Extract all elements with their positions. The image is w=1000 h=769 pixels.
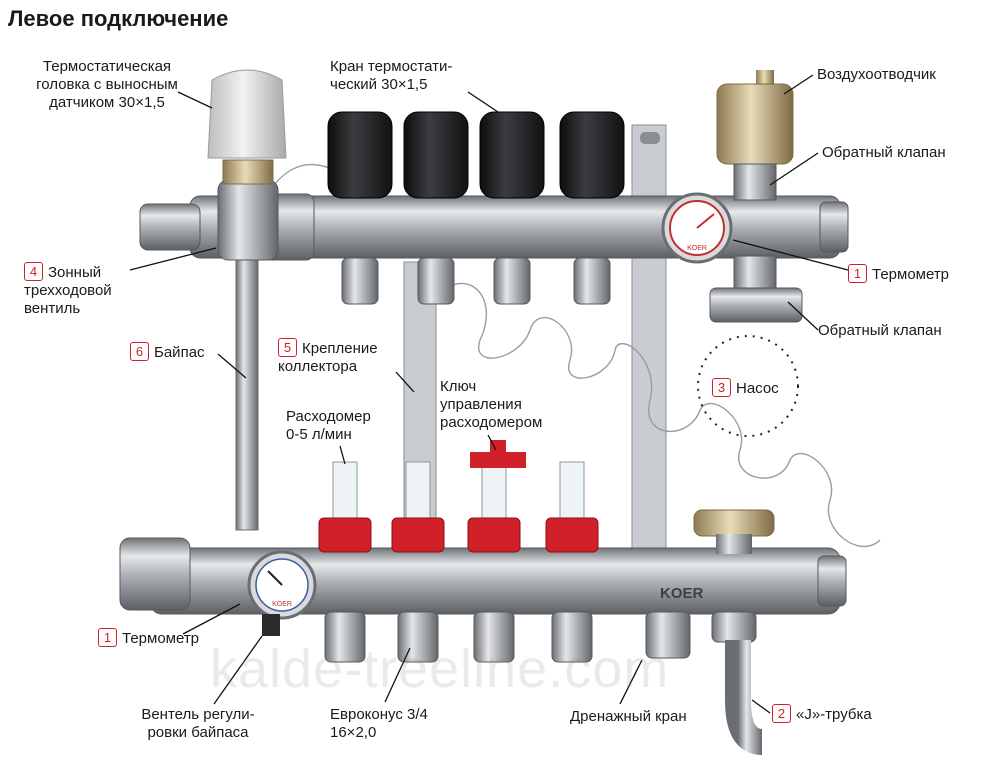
watermark: kalde-treeline.com [210, 639, 670, 699]
label-eurocone: Евроконус 3/4 16×2,0 [330, 706, 428, 741]
lower-manifold: KOER [119, 537, 847, 615]
supply-union-3 [493, 257, 531, 305]
svg-text:KOER: KOER [687, 245, 707, 252]
bypass-pipe [235, 239, 259, 531]
eurocone-outlet-1 [324, 611, 366, 663]
label-air-vent: Воздухоотводчик [817, 66, 936, 83]
supply-union-4 [573, 257, 611, 305]
valve-cap-4 [559, 111, 625, 199]
flowmeter-base-1 [318, 517, 372, 553]
zone-valve-body [217, 179, 279, 261]
flowmeter-tube-4 [559, 461, 585, 523]
label-j-tube: 2«J»-трубка [772, 704, 872, 724]
label-drain: Дренажный кран [570, 708, 687, 725]
valve-cap-1 [327, 111, 393, 199]
badge-6: 6 [130, 342, 149, 361]
badge-3: 3 [712, 378, 731, 397]
leader-lines [129, 74, 849, 714]
svg-text:KOER: KOER [272, 601, 292, 608]
drain-assembly [645, 509, 775, 755]
thermostatic-head [207, 69, 287, 185]
label-bypass-valve: Вентель регули- ровки байпаса [141, 706, 255, 741]
badge-5: 5 [278, 338, 297, 357]
badge-1-left: 1 [98, 628, 117, 647]
badge-4: 4 [24, 262, 43, 281]
flowmeter-tube-2 [405, 461, 431, 523]
label-check-valve-bottom: Обратный клапан [818, 322, 942, 339]
thermostatic-valve-caps [327, 111, 625, 305]
valve-cap-2 [403, 111, 469, 199]
valve-cap-3 [479, 111, 545, 199]
thermometer-right: KOER [661, 192, 733, 264]
brand-mark: KOER [660, 585, 704, 602]
flowmeter-tube-1 [332, 461, 358, 523]
label-flowmeter-key: Ключ управления расходомером [440, 378, 543, 431]
supply-union-1 [341, 257, 379, 305]
flowmeter-tube-3 [481, 461, 507, 523]
eurocone-outlet-2 [397, 611, 439, 663]
label-check-valve-top: Обратный клапан [822, 144, 946, 161]
badge-2: 2 [772, 704, 791, 723]
pump-circle [697, 335, 799, 437]
flowmeter-base-4 [545, 517, 599, 553]
air-vent-assembly [709, 70, 803, 323]
eurocone-outlet-3 [473, 611, 515, 663]
label-flowmeter: Расходомер 0-5 л/мин [286, 408, 371, 443]
label-thermostatic-valve: Кран термостати- ческий 30×1,5 [330, 58, 453, 93]
badge-1-right: 1 [848, 264, 867, 283]
label-thermostatic-head: Термостатическая головка с выносным датч… [36, 58, 178, 111]
flowmeter-base-2 [391, 517, 445, 553]
thermometer-left: KOER [247, 550, 317, 636]
supply-union-2 [417, 257, 455, 305]
eurocone-outlet-4 [551, 611, 593, 663]
page-title: Левое подключение [8, 6, 229, 31]
flowmeter-base-3 [467, 517, 521, 553]
flowmeters [318, 461, 599, 663]
flowmeter-key [470, 440, 526, 468]
